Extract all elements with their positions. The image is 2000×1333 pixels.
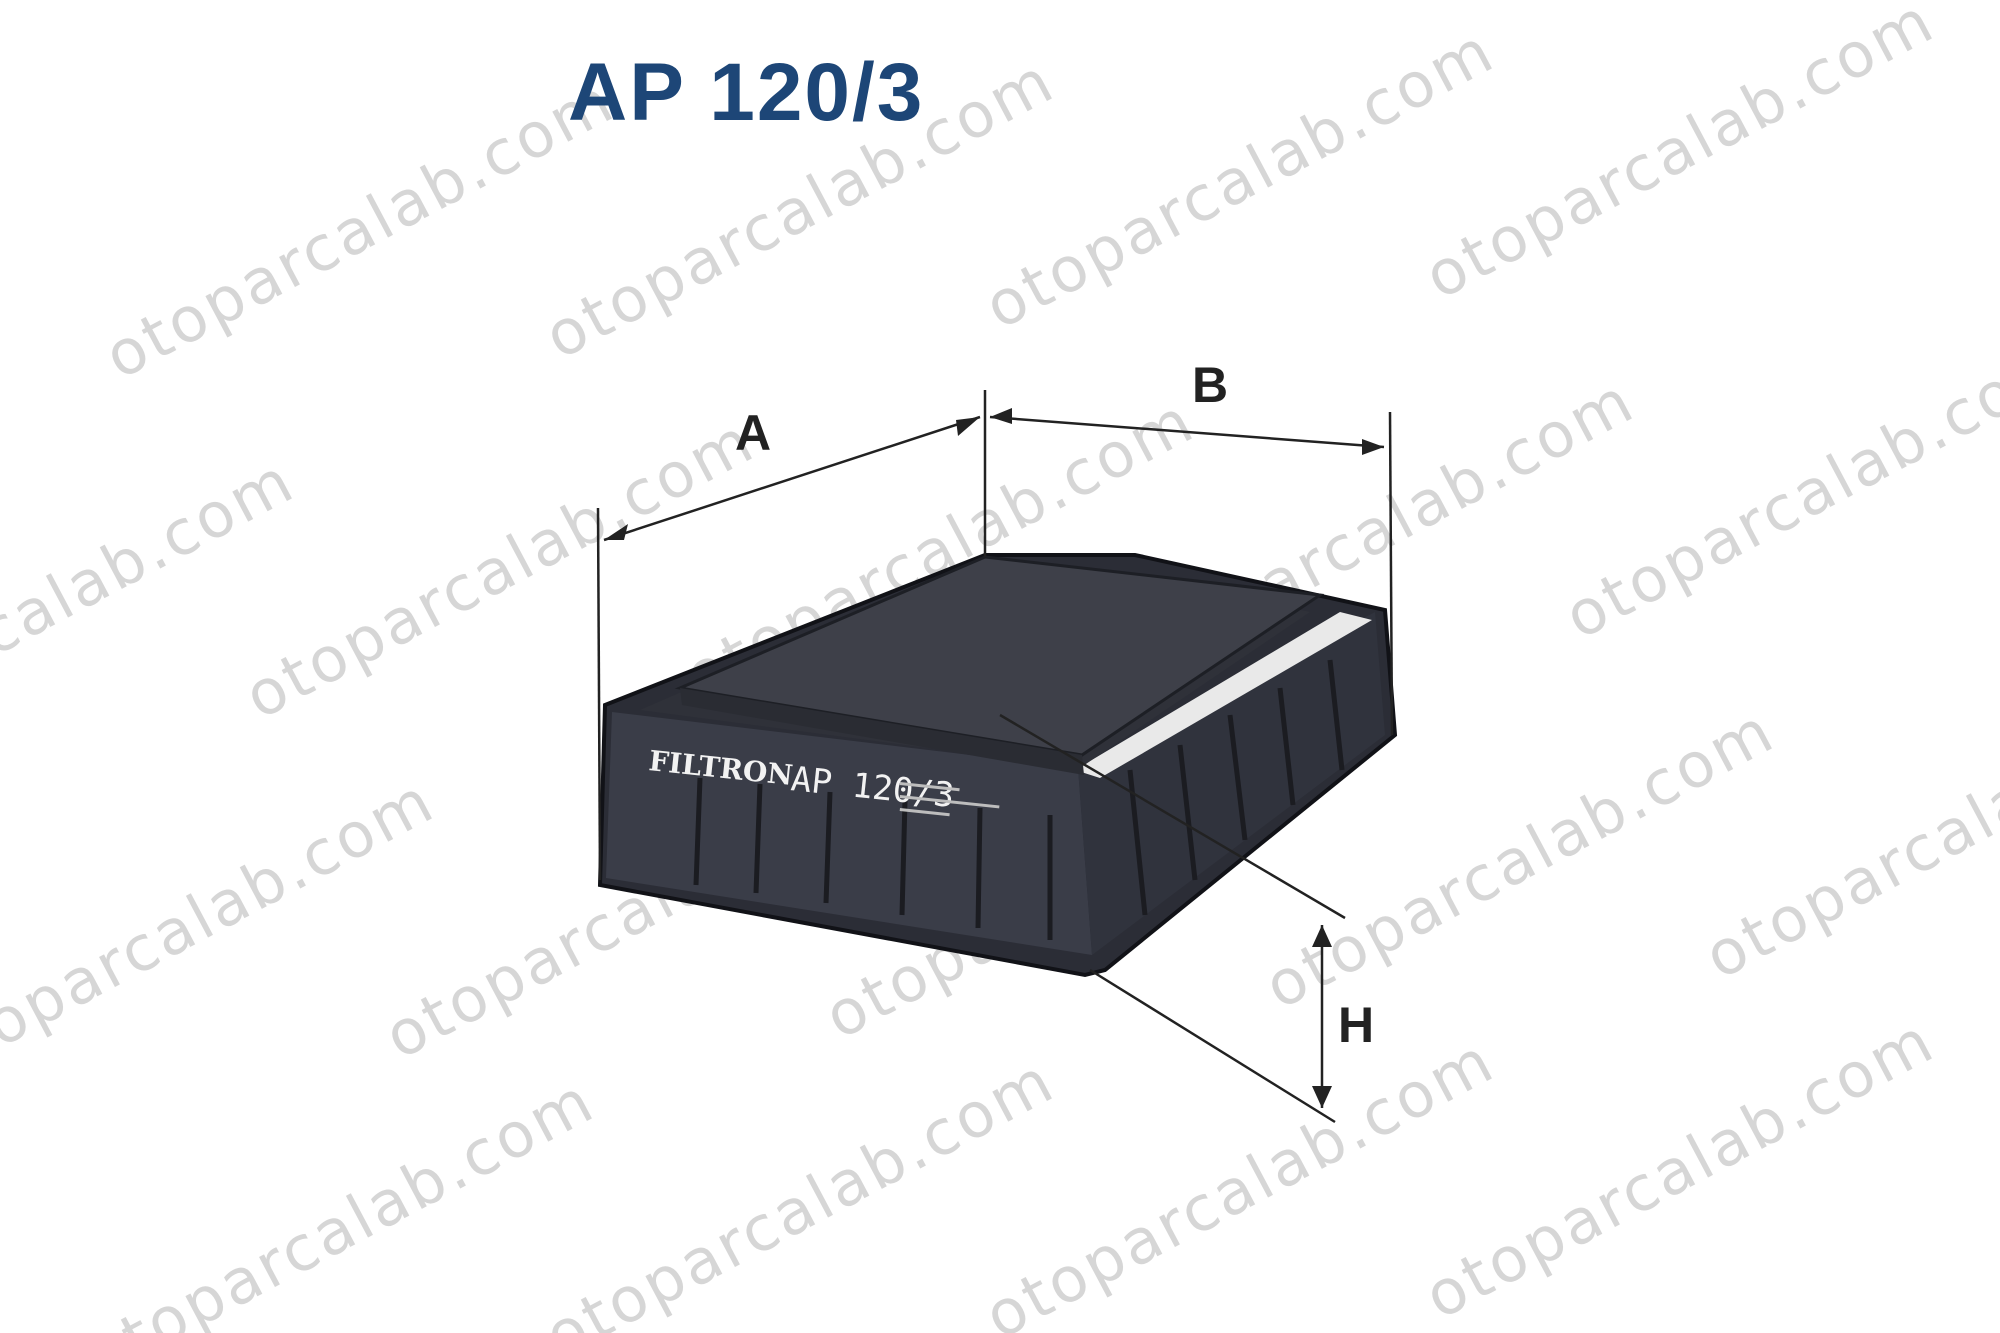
dimension-label-b: B: [1192, 357, 1228, 413]
watermark-text: otoparcalab.com: [93, 63, 627, 393]
h-leader-bottom: [1089, 968, 1336, 1124]
dimension-lines: [596, 390, 1394, 1124]
arrow-h-top: [1312, 925, 1332, 947]
dim-line-b: [989, 415, 1385, 449]
watermark-text: otoparcalab.com: [973, 13, 1507, 343]
air-filter-illustration: FILTRON AP 120/3: [597, 553, 1398, 978]
product-code-title: AP 120/3: [568, 47, 925, 138]
ext-line-left: [596, 507, 602, 881]
filter-top-pad-edge: [680, 688, 1084, 775]
arrow-b-left: [990, 408, 1012, 424]
fine-print: [899, 782, 1000, 817]
watermark-text: otoparcalab.com: [0, 443, 306, 773]
arrow-h-bottom: [1312, 1086, 1332, 1108]
dimension-arrows: [604, 408, 1384, 1108]
arrow-a-left: [604, 524, 628, 540]
arrow-b-right: [1362, 439, 1384, 455]
filter-front-wall: [606, 712, 1092, 955]
ext-line-right: [1388, 411, 1394, 736]
dimension-label-h: H: [1338, 997, 1374, 1053]
watermark-text: otoparcalab.com: [73, 1063, 607, 1333]
filter-right-wall: [1078, 612, 1385, 955]
dim-line-a: [603, 415, 981, 542]
watermark-text: otoparcalab.com: [1553, 323, 2000, 653]
watermark-text: otoparcalab.com: [1413, 0, 1947, 313]
front-ribs: [693, 777, 1053, 940]
h-leader-top: [999, 713, 1346, 920]
watermark-text: otoparcalab.com: [0, 763, 446, 1093]
watermark-text: otoparcalab.com: [1413, 1003, 1947, 1333]
dimension-label-a: A: [735, 405, 771, 461]
arrow-a-right: [956, 417, 980, 436]
right-ribs: [1127, 659, 1345, 916]
filter-media-strip: [1075, 612, 1372, 778]
